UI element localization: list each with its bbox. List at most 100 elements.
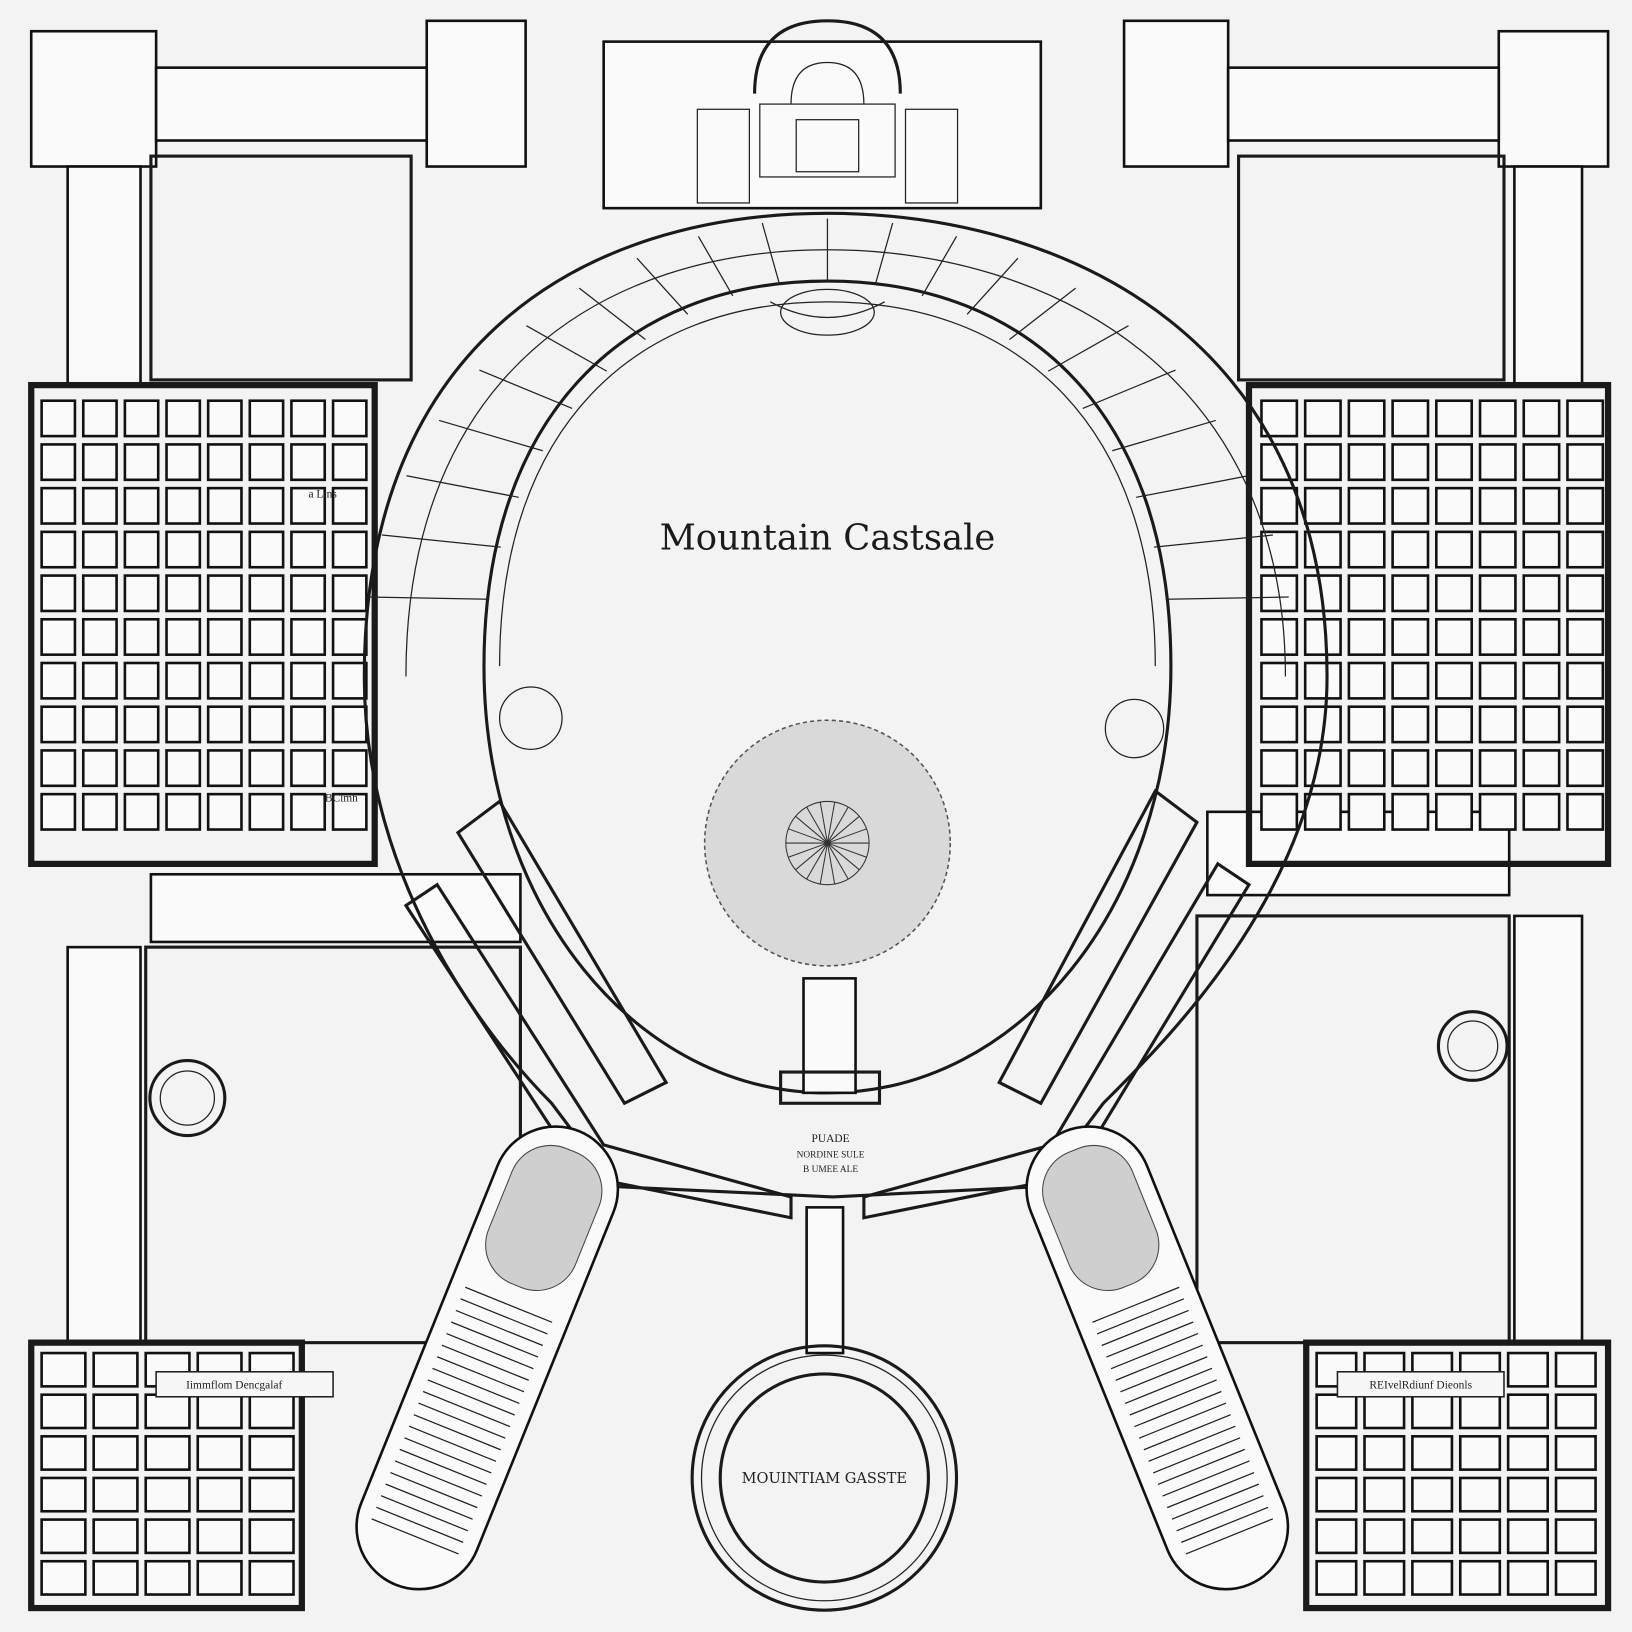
room — [1566, 749, 1605, 788]
right-wing-rooms — [1245, 381, 1612, 867]
room — [40, 749, 77, 788]
stair-tread — [441, 1344, 529, 1381]
room — [1506, 1518, 1549, 1555]
room — [1347, 749, 1386, 788]
room — [1303, 399, 1342, 438]
room — [248, 574, 285, 613]
room — [290, 705, 327, 744]
room — [1506, 1435, 1549, 1471]
room — [248, 749, 285, 788]
room — [196, 1559, 243, 1596]
room — [248, 1435, 295, 1471]
room — [290, 792, 327, 831]
stair-tread — [371, 1518, 459, 1555]
room — [1315, 1518, 1358, 1555]
ring-segment — [406, 475, 519, 498]
room — [290, 399, 327, 438]
room — [196, 1393, 243, 1430]
room — [1303, 792, 1342, 831]
tree-ray — [819, 842, 828, 885]
room — [165, 792, 202, 831]
room — [40, 574, 77, 613]
room — [248, 1393, 295, 1430]
room — [123, 574, 160, 613]
room — [40, 705, 77, 744]
room — [331, 574, 368, 613]
room — [1435, 574, 1474, 613]
room — [1435, 399, 1474, 438]
stair-tread — [1162, 1460, 1250, 1497]
room — [206, 705, 243, 744]
room — [1506, 1393, 1549, 1430]
ring-segment — [479, 369, 573, 410]
room — [1522, 661, 1561, 700]
room — [331, 399, 368, 438]
ring-segment — [697, 235, 734, 297]
room — [1458, 1559, 1502, 1596]
room — [1435, 749, 1474, 788]
room — [1391, 705, 1430, 744]
room — [206, 530, 243, 569]
room — [123, 792, 160, 831]
room — [165, 486, 202, 525]
room — [1435, 705, 1474, 744]
ring-segment — [526, 325, 607, 372]
ring-segment — [966, 257, 1019, 315]
room — [1566, 399, 1605, 438]
room — [1303, 661, 1342, 700]
stair-tread — [1101, 1309, 1189, 1347]
room — [40, 1518, 87, 1555]
room — [206, 574, 243, 613]
room — [1522, 617, 1561, 656]
room — [1435, 792, 1474, 831]
room — [1458, 1435, 1502, 1471]
stair-tread — [1129, 1379, 1217, 1416]
room — [40, 486, 77, 525]
room — [206, 617, 243, 656]
room — [1347, 486, 1386, 525]
room — [1522, 486, 1561, 525]
room — [248, 705, 285, 744]
room — [290, 661, 327, 700]
stair-tread — [376, 1506, 464, 1543]
room — [290, 530, 327, 569]
room — [1458, 1476, 1502, 1513]
ring-segment — [381, 534, 501, 548]
tree-ray — [819, 801, 828, 844]
room — [1315, 1476, 1358, 1513]
tree-ray — [827, 828, 867, 844]
room — [290, 749, 327, 788]
room — [248, 486, 285, 525]
room — [248, 399, 285, 438]
room — [81, 792, 118, 831]
room — [1391, 661, 1430, 700]
room — [1554, 1435, 1597, 1471]
room — [1522, 574, 1561, 613]
ring-segment — [1009, 287, 1077, 341]
stair-tread — [1110, 1333, 1199, 1370]
room — [1478, 792, 1517, 831]
stair-tread — [1185, 1518, 1274, 1555]
left-wing-label-mid: BClmh — [325, 792, 358, 804]
room — [1554, 1351, 1597, 1388]
stair-tread — [1143, 1414, 1231, 1451]
room — [1506, 1559, 1549, 1596]
stair-tread — [436, 1356, 525, 1393]
room — [1347, 443, 1386, 482]
room — [123, 530, 160, 569]
room — [331, 705, 368, 744]
stair-tread — [1167, 1471, 1255, 1509]
room — [81, 530, 118, 569]
room — [40, 792, 77, 831]
room — [248, 792, 285, 831]
room — [1522, 749, 1561, 788]
room — [123, 443, 160, 482]
room — [1566, 530, 1605, 569]
room — [81, 399, 118, 438]
room — [123, 749, 160, 788]
room — [40, 399, 77, 438]
tree-ray — [788, 828, 828, 844]
room — [1522, 399, 1561, 438]
room — [123, 617, 160, 656]
main-entrance — [602, 19, 1043, 210]
